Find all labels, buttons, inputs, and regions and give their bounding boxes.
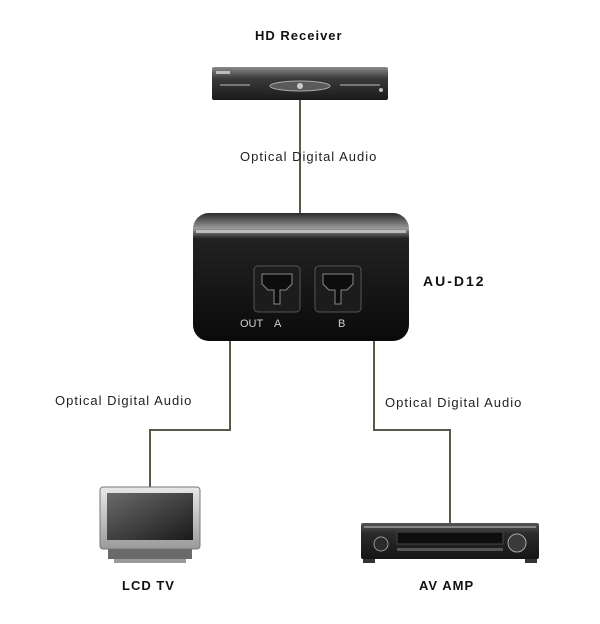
port-label-a: A (274, 318, 282, 330)
optical-port-b-icon (314, 265, 362, 313)
lcd-tv-device (99, 486, 201, 563)
port-label-out: OUT (240, 318, 264, 330)
optical-port-a-icon (253, 265, 301, 313)
cable-label-right: Optical Digital Audio (385, 395, 523, 410)
hd-receiver-label: HD Receiver (255, 28, 343, 43)
hd-receiver-device (212, 67, 388, 100)
port-label-b: B (338, 318, 345, 330)
lcd-tv-label: LCD TV (122, 578, 175, 593)
splitter-model-label: AU-D12 (423, 273, 486, 289)
cable-splitter-to-amp (373, 340, 451, 525)
cable-label-left: Optical Digital Audio (55, 393, 193, 408)
cable-label-top: Optical Digital Audio (240, 149, 378, 164)
cable-splitter-to-tv (149, 340, 231, 490)
av-amp-device (361, 523, 539, 563)
au-d12-splitter-device: OUT A B (193, 213, 409, 341)
av-amp-label: AV AMP (419, 578, 475, 593)
